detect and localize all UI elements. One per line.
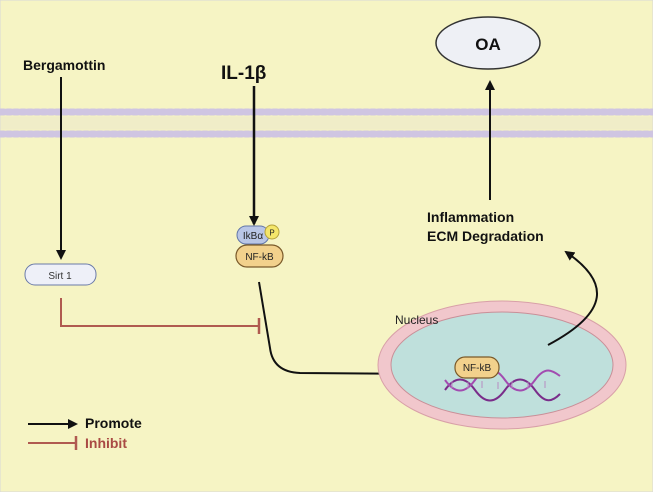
sirt1-inhibit-line [60,298,259,327]
nucleus-label: Nucleus [395,313,438,327]
nfkb-cyto-node [235,244,284,268]
sirt1-label: Sirt 1 [48,271,72,282]
nucleus [377,300,627,430]
ikba-label: IkBα [243,231,263,242]
nfkb-cyto-label: NF-kB [245,252,274,263]
phospho-node [264,224,280,240]
nfkb-nuclear-node [454,356,500,379]
cell-membrane [0,108,653,138]
il1b-label: IL-1β [221,63,266,84]
bergamottin-label: Bergamottin [23,57,105,73]
oa-node [435,16,541,70]
nfkb-nuclear-label: NF-kB [463,363,492,374]
legend-inhibit-label: Inhibit [85,435,127,451]
inflammation-label: Inflammation [427,209,514,225]
nucleus-to-outcome-arrow [547,250,599,346]
legend-promote-label: Promote [85,415,142,431]
dna-icon [444,368,561,402]
oa-label: OA [475,35,501,54]
phospho-label: P [269,229,274,238]
ecm-degradation-label: ECM Degradation [427,228,544,244]
nfkb-translocation-arrow [258,281,442,379]
legend: Promote Inhibit [28,415,142,451]
sirt1-node [24,263,97,286]
ikba-nfkb-complex: IkBα P NF-kB [235,224,284,268]
